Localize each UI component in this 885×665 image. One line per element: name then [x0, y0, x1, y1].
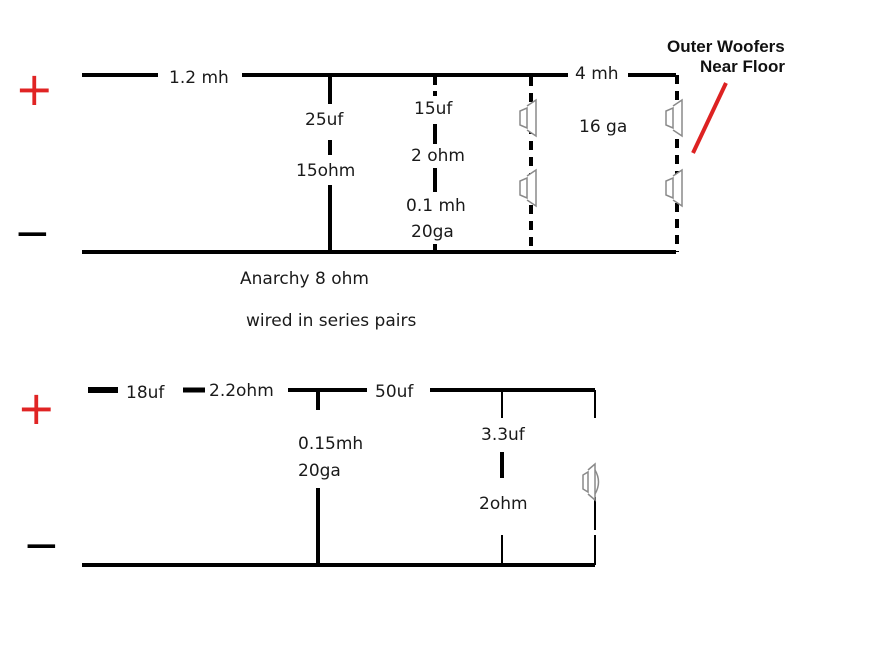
- inner-woofer-bottom-speaker-icon: [519, 168, 537, 208]
- series-inductor-label: 1.2 mh: [169, 68, 229, 88]
- shunt2-capacitor-label: 15uf: [414, 99, 453, 119]
- note-pointer-line: [691, 82, 728, 154]
- shunt1-resistor-label: 15ohm: [296, 161, 356, 181]
- tweeter-positive-sign: +: [17, 381, 56, 435]
- woofer-negative-sign: −: [14, 208, 51, 259]
- shunt1-capacitor-label: 25uf: [305, 110, 344, 130]
- outer-gauge-label: 16 ga: [579, 117, 628, 137]
- tweeter-shunt1-inductor-label: 0.15mh: [298, 434, 364, 454]
- tweeter-shunt2-resistor-label: 2ohm: [479, 494, 528, 514]
- tweeter-icon: [582, 462, 600, 502]
- caption-line-2: wired in series pairs: [246, 311, 417, 331]
- note-line-2: Near Floor: [700, 57, 786, 76]
- tweeter-negative-sign: −: [23, 520, 60, 571]
- series-cap2-label: 50uf: [375, 382, 414, 402]
- second-inductor-label: 4 mh: [575, 64, 619, 84]
- woofer-positive-sign: +: [15, 62, 54, 116]
- outer-woofer-top-speaker-icon: [665, 98, 683, 138]
- shunt2-gauge-label: 20ga: [411, 222, 454, 242]
- tweeter-shunt2-capacitor-label: 3.3uf: [481, 425, 525, 445]
- shunt2-inductor-label: 0.1 mh: [406, 196, 466, 216]
- shunt2-resistor-label: 2 ohm: [411, 146, 465, 166]
- note-line-1: Outer Woofers: [667, 37, 785, 56]
- inner-woofer-top-speaker-icon: [519, 98, 537, 138]
- series-cap1-label: 18uf: [126, 383, 165, 403]
- caption-line-1: Anarchy 8 ohm: [240, 269, 369, 289]
- tweeter-circuit-wires: [82, 387, 596, 567]
- woofer-circuit-wires: [82, 73, 679, 254]
- speaker-icon: [519, 98, 683, 208]
- tweeter-shunt1-gauge-label: 20ga: [298, 461, 341, 481]
- series-resistor-label: 2.2ohm: [209, 381, 274, 401]
- outer-woofer-bottom-speaker-icon: [665, 168, 683, 208]
